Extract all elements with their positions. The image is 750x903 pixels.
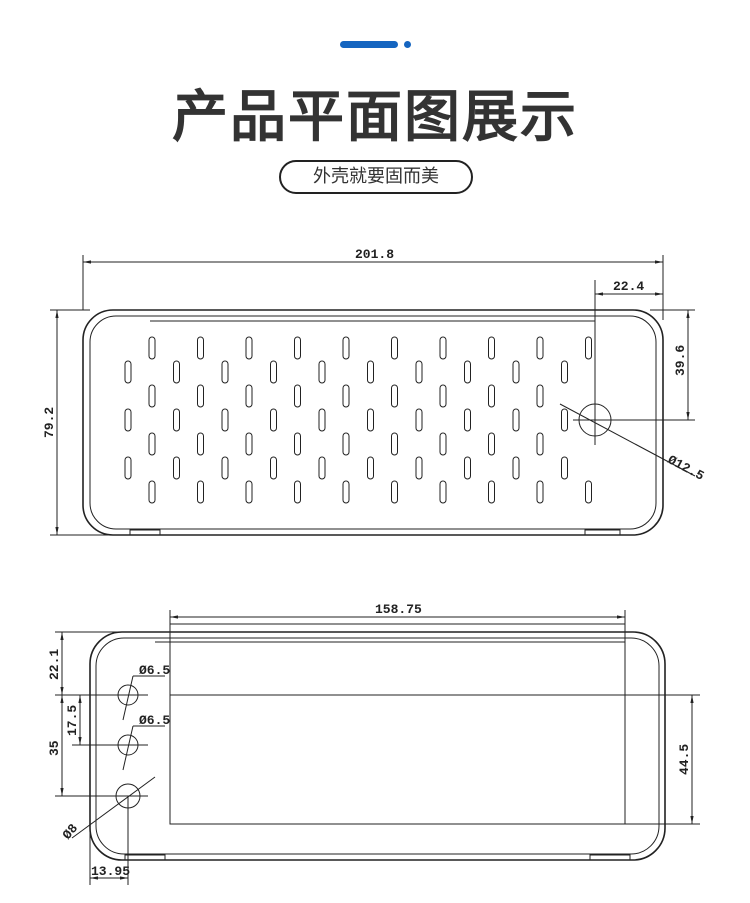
dim-hole-diameter: Ø12.5 xyxy=(665,452,707,484)
dim-height: 79.2 xyxy=(42,407,57,438)
vent-slot xyxy=(464,456,471,480)
foot-right xyxy=(589,854,631,861)
vent-slot xyxy=(294,432,301,456)
vent-slot xyxy=(197,384,204,408)
vent-slot xyxy=(488,336,495,360)
vent-slot xyxy=(342,336,350,360)
vent-slot xyxy=(270,408,277,432)
page-title: 产品平面图展示 xyxy=(172,85,578,150)
vent-slot xyxy=(148,384,156,408)
vent-slot xyxy=(536,336,544,360)
vent-slot xyxy=(294,336,301,360)
vent-slot xyxy=(245,384,253,408)
vent-slot xyxy=(367,408,374,432)
bottom-view: 22.1 17.5 35 Ø6.5 Ø6.5 Ø8 158.75 44.5 13… xyxy=(47,602,700,885)
vent-slot xyxy=(439,480,447,504)
bottom-outer-shell xyxy=(89,631,666,861)
vent-slot xyxy=(197,480,204,504)
vent-slot xyxy=(415,360,423,384)
vent-slot xyxy=(536,432,544,456)
vent-slot xyxy=(245,432,253,456)
top-outer-shell xyxy=(82,309,664,536)
vent-slot xyxy=(415,408,423,432)
vent-slot xyxy=(124,456,132,480)
vent-slot xyxy=(221,408,229,432)
vent-slot xyxy=(173,456,180,480)
vent-slot xyxy=(245,336,253,360)
accent-dot xyxy=(404,41,411,48)
vent-slots xyxy=(124,336,592,504)
dim-hole2-diameter: Ø6.5 xyxy=(139,713,170,728)
foot-left xyxy=(129,529,161,536)
vent-slot xyxy=(561,360,568,384)
vent-slot xyxy=(221,360,229,384)
vent-slot xyxy=(342,384,350,408)
vent-slot xyxy=(391,384,398,408)
vent-slot xyxy=(318,408,326,432)
vent-slot xyxy=(512,456,520,480)
dim-hole-spacing: 35 xyxy=(47,740,62,756)
inner-panel xyxy=(169,623,626,825)
vent-slot xyxy=(439,336,447,360)
vent-slot xyxy=(342,432,350,456)
vent-slot xyxy=(148,432,156,456)
accent-bar xyxy=(340,41,398,48)
vent-slot xyxy=(561,408,568,432)
vent-slot xyxy=(270,360,277,384)
vent-slot xyxy=(342,480,350,504)
vent-slot xyxy=(318,360,326,384)
vent-slot xyxy=(318,456,326,480)
vent-slot xyxy=(488,432,495,456)
vent-slot xyxy=(391,336,398,360)
vent-slot xyxy=(585,336,592,360)
dim-inner-length: 158.75 xyxy=(375,602,422,617)
foot-right xyxy=(584,529,621,536)
vent-slot xyxy=(391,432,398,456)
vent-slot xyxy=(124,408,132,432)
vent-slot xyxy=(536,384,544,408)
vent-slot xyxy=(173,360,180,384)
vent-slot xyxy=(294,480,301,504)
dim-edge-offset: 13.95 xyxy=(91,864,130,879)
foot-left xyxy=(124,854,166,861)
vent-slot xyxy=(464,408,471,432)
vent-slot xyxy=(488,384,495,408)
vent-slot xyxy=(367,360,374,384)
top-inner-shell xyxy=(89,315,657,530)
dim-hole3-diameter: Ø8 xyxy=(60,821,82,843)
dim-overall-length: 201.8 xyxy=(355,247,394,262)
dim-side-height: 44.5 xyxy=(677,744,692,775)
top-view: 201.8 22.4 39.6 79.2 Ø12.5 xyxy=(42,247,707,536)
vent-slot xyxy=(512,360,520,384)
vent-slot xyxy=(124,360,132,384)
vent-slot xyxy=(391,480,398,504)
vent-slot xyxy=(415,456,423,480)
dim-top-offset: 22.1 xyxy=(47,649,62,680)
vent-slot xyxy=(367,456,374,480)
vent-slot xyxy=(173,408,180,432)
dim-hole-offset-y: 39.6 xyxy=(673,345,688,376)
dim-hole1-diameter: Ø6.5 xyxy=(139,663,170,678)
vent-slot xyxy=(464,360,471,384)
vent-slot xyxy=(221,456,229,480)
subtitle-badge: 外壳就要固而美 xyxy=(279,160,473,194)
dim-hole-offset-x: 22.4 xyxy=(613,279,644,294)
vent-slot xyxy=(197,432,204,456)
vent-slot xyxy=(294,384,301,408)
vent-slot xyxy=(245,480,253,504)
vent-slot xyxy=(148,336,156,360)
vent-slot xyxy=(561,456,568,480)
vent-slot xyxy=(148,480,156,504)
vent-slot xyxy=(585,480,592,504)
vent-slot xyxy=(197,336,204,360)
vent-slot xyxy=(439,384,447,408)
vent-slot xyxy=(536,480,544,504)
vent-slot xyxy=(270,456,277,480)
vent-slot xyxy=(439,432,447,456)
dim-hole-spacing-small: 17.5 xyxy=(65,705,80,736)
vent-slot xyxy=(512,408,520,432)
vent-slot xyxy=(488,480,495,504)
